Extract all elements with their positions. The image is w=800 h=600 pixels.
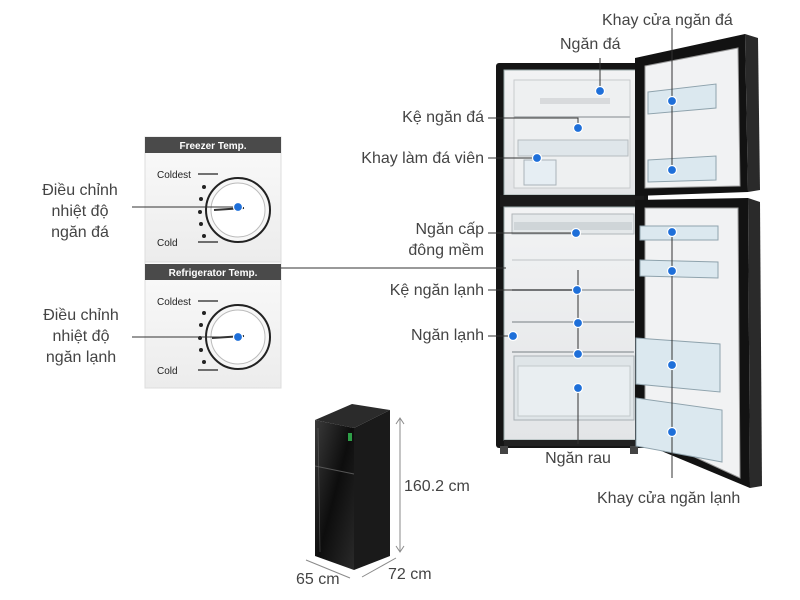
dimension-width: 65 cm — [296, 571, 340, 588]
label-ke-ngan-lanh: Kệ ngăn lạnh — [389, 282, 484, 299]
freezer-coldest-label: Coldest — [157, 170, 191, 181]
freezer-door — [635, 34, 760, 196]
fridge-open — [496, 63, 648, 454]
label-khay-cua-ngan-da: Khay cửa ngăn đá — [602, 12, 733, 29]
dimension-depth: 72 cm — [388, 566, 432, 583]
label-ngan-rau: Ngăn rau — [545, 450, 611, 467]
dimension-height: 160.2 cm — [404, 478, 470, 495]
label-dieu-chinh-ngan-lanh: Điều chỉnh nhiệt độ ngăn lạnh — [43, 307, 119, 366]
label-dieu-chinh-ngan-da: Điều chỉnh nhiệt độ ngăn đá — [42, 182, 118, 241]
freezer-panel-title: Freezer Temp. — [179, 141, 246, 152]
fridge-door — [635, 198, 762, 488]
fridge-closed — [314, 404, 390, 570]
refrigerator-panel-title: Refrigerator Temp. — [169, 268, 258, 279]
label-khay-lam-da-vien: Khay làm đá viên — [361, 150, 484, 167]
refrigerator-control-panel — [144, 261, 282, 389]
label-ngan-cap-dong-mem: Ngăn cấp đông mềm — [408, 221, 484, 259]
label-ngan-lanh: Ngăn lạnh — [411, 327, 484, 344]
label-khay-cua-ngan-lanh: Khay cửa ngăn lạnh — [597, 490, 741, 507]
refrigerator-coldest-label: Coldest — [157, 297, 191, 308]
refrigerator-cold-label: Cold — [157, 366, 178, 377]
label-ke-ngan-da: Kệ ngăn đá — [402, 109, 484, 126]
marker-dots — [232, 85, 678, 438]
dimension-lines — [305, 417, 405, 579]
freezer-cold-label: Cold — [157, 238, 178, 249]
label-ngan-da: Ngăn đá — [560, 36, 621, 53]
